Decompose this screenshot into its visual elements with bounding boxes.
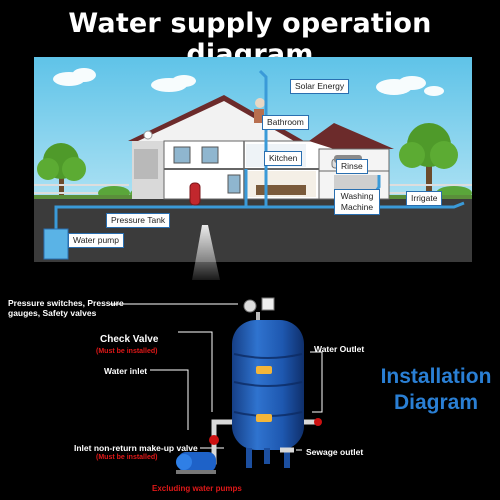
installation-section: Pressure switches, Pressure gauges, Safe…	[0, 262, 500, 500]
gauges	[243, 297, 275, 324]
label-water-outlet: Water Outlet	[314, 344, 365, 354]
water-pump-well	[43, 228, 69, 260]
installation-heading-line2: Diagram	[393, 391, 479, 414]
label-inlet-valve-note: (Must be installed)	[96, 454, 158, 461]
label-excluding-pumps: Excluding water pumps	[152, 484, 242, 493]
house-illustration	[34, 57, 472, 262]
label-water-pump: Water pump	[68, 233, 124, 248]
pressure-tank-icon	[189, 182, 201, 206]
zoom-beam	[192, 225, 220, 280]
label-water-inlet: Water inlet	[104, 366, 148, 376]
installation-heading-line1: Installation	[380, 365, 492, 388]
installation-diagram-heading: Installation Diagram	[376, 364, 496, 416]
label-irrigate: Irrigate	[406, 191, 443, 206]
tank-illustration	[110, 297, 323, 474]
label-rinse: Rinse	[336, 159, 368, 174]
label-check-valve: Check Valve	[100, 334, 159, 345]
label-pressure-switches: Pressure switches, Pressure gauges, Safe…	[8, 298, 124, 318]
tree-right	[399, 123, 458, 195]
tree-left	[37, 143, 86, 197]
label-washing-machine: Washing Machine	[334, 189, 380, 215]
blue-pressure-tank	[232, 320, 304, 468]
page-title: Water supply operation diagram	[68, 8, 432, 70]
label-inlet-valve: Inlet non-return make-up valve	[74, 443, 198, 453]
label-pressure-tank: Pressure Tank	[106, 213, 171, 228]
label-check-valve-note: (Must be installed)	[96, 348, 158, 355]
clouds	[53, 68, 444, 96]
label-sewage-outlet: Sewage outlet	[306, 447, 364, 457]
label-bathroom: Bathroom	[262, 115, 309, 130]
water-pump	[176, 452, 216, 474]
valve-red	[209, 435, 219, 445]
house-scene: Solar Energy Bathroom Kitchen Rinse Wash…	[34, 57, 472, 262]
label-solar-energy: Solar Energy	[290, 79, 350, 94]
label-kitchen: Kitchen	[264, 151, 303, 166]
